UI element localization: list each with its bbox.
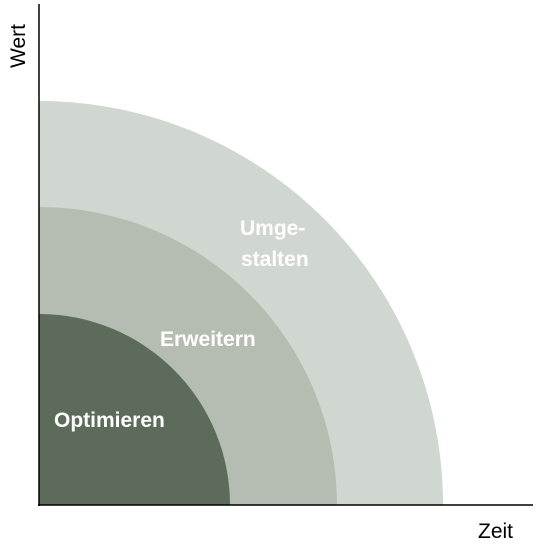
ring-label-extend: Erweitern bbox=[160, 328, 256, 351]
ring-label-optimize: Optimieren bbox=[54, 409, 165, 432]
y-axis-label: Wert bbox=[7, 24, 30, 68]
ring-label-transform-line-1: Umge- bbox=[240, 217, 305, 240]
ring-optimize bbox=[39, 314, 230, 505]
ring-label-transform-line-2: stalten bbox=[241, 248, 309, 271]
x-axis-label: Zeit bbox=[478, 520, 513, 543]
